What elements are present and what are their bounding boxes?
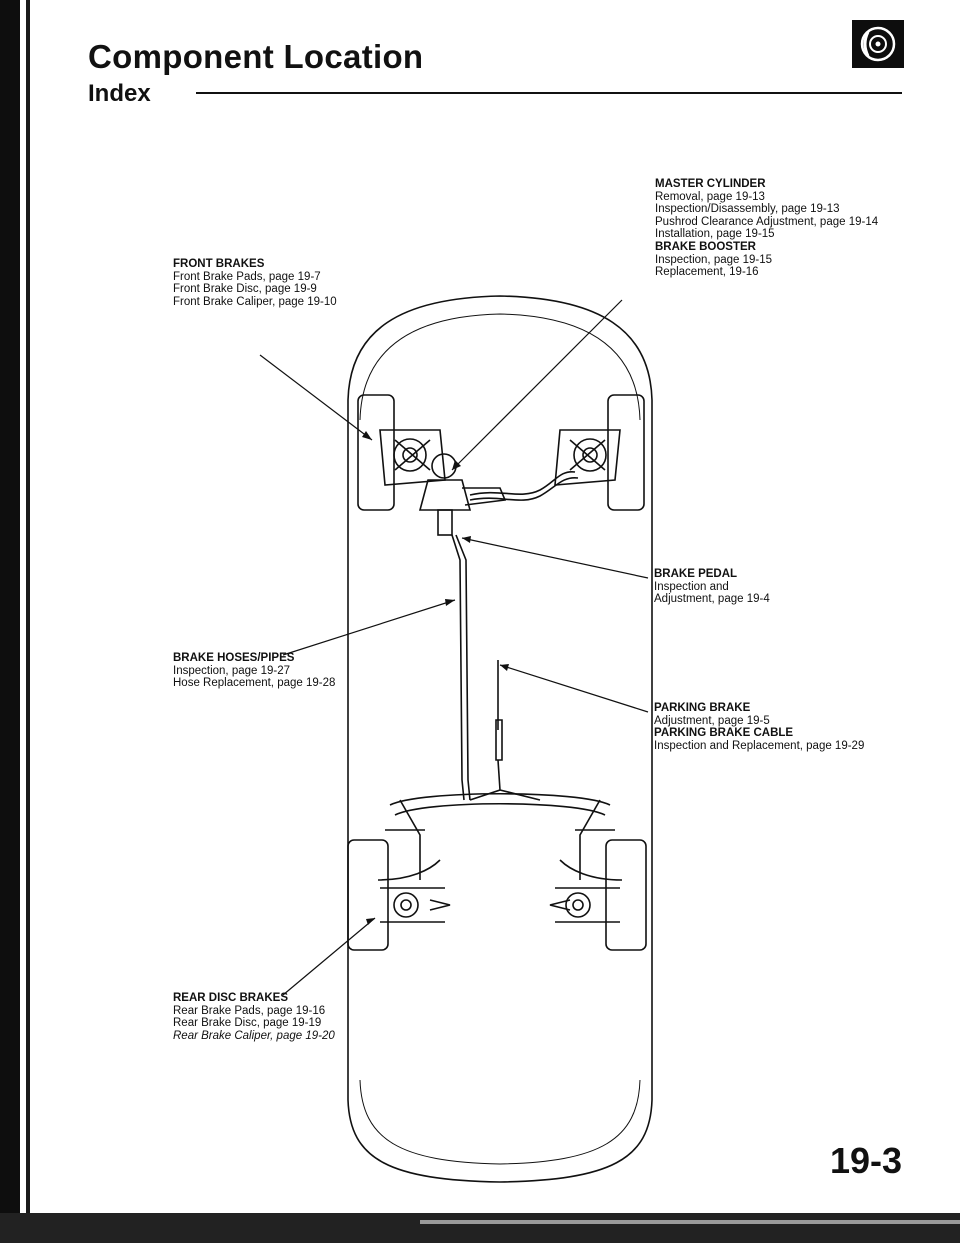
parking-brake-cable-heading: PARKING BRAKE CABLE bbox=[654, 727, 794, 740]
rear-disc-brakes-line: Rear Brake Pads, page 19-16 bbox=[173, 1004, 326, 1017]
header-rule bbox=[196, 92, 902, 94]
master-cylinder-heading: MASTER CYLINDER bbox=[655, 178, 766, 190]
brake-hoses-line: Inspection, page 19-27 bbox=[173, 664, 291, 677]
page-title: Component Location bbox=[88, 38, 424, 75]
front-brakes-heading: FRONT BRAKES bbox=[173, 258, 265, 270]
bottom-edge-bar bbox=[0, 1213, 960, 1243]
brake-pedal-line: Inspection and bbox=[654, 580, 729, 593]
rear-right-wheel bbox=[605, 839, 647, 951]
parking-brake-cable-line: Inspection and Replacement, page 19-29 bbox=[654, 739, 865, 752]
leader-brake-hoses bbox=[282, 599, 456, 656]
binding-edge-line bbox=[26, 0, 30, 1243]
rear-right-brake-assembly bbox=[549, 887, 620, 923]
front-brakes-line: Front Brake Caliper, page 19-10 bbox=[173, 295, 337, 308]
parking-brake-line: Adjustment, page 19-5 bbox=[654, 714, 770, 727]
label-brake-hoses: BRAKE HOSES/PIPES Inspection, page 19-27… bbox=[173, 652, 335, 690]
brake-booster-line: Replacement, 19-16 bbox=[655, 266, 759, 279]
leader-rear-disc bbox=[282, 917, 376, 996]
brake-hoses-line: Hose Replacement, page 19-28 bbox=[173, 677, 336, 690]
rear-disc-brakes-line: Rear Brake Caliper, page 19-20 bbox=[173, 1029, 335, 1042]
rear-left-brake-assembly bbox=[380, 887, 451, 923]
master-cylinder-line: Installation, page 19-15 bbox=[655, 228, 775, 241]
bottom-edge-highlight bbox=[420, 1220, 960, 1224]
car-body-outline bbox=[347, 295, 653, 1183]
parking-brake-heading: PARKING BRAKE bbox=[654, 702, 751, 714]
rear-left-wheel bbox=[347, 839, 389, 951]
label-rear-disc-brakes: REAR DISC BRAKES Rear Brake Pads, page 1… bbox=[173, 992, 335, 1042]
front-right-brake-assembly bbox=[554, 429, 621, 486]
brake-booster bbox=[418, 453, 507, 536]
leader-front-brakes bbox=[259, 354, 373, 441]
rear-disc-brakes-heading: REAR DISC BRAKES bbox=[173, 992, 289, 1004]
brake-pedal-heading: BRAKE PEDAL bbox=[654, 568, 738, 580]
label-brake-pedal: BRAKE PEDAL Inspection and Adjustment, p… bbox=[654, 568, 770, 606]
master-cylinder-line: Pushrod Clearance Adjustment, page 19-14 bbox=[655, 215, 879, 228]
page-number: 19-3 bbox=[830, 1140, 903, 1181]
front-brakes-line: Front Brake Disc, page 19-9 bbox=[173, 283, 317, 296]
front-brake-line bbox=[469, 471, 576, 496]
front-brakes-line: Front Brake Pads, page 19-7 bbox=[173, 270, 321, 283]
rear-crossmember bbox=[389, 792, 611, 806]
master-cylinder-line: Inspection/Disassembly, page 19-13 bbox=[655, 203, 840, 216]
leader-parking-brake bbox=[499, 664, 649, 713]
master-cylinder-line: Removal, page 19-13 bbox=[655, 190, 765, 203]
brake-hoses-heading: BRAKE HOSES/PIPES bbox=[173, 652, 295, 664]
section-subtitle: Index bbox=[88, 80, 151, 107]
parking-brake-cable bbox=[469, 759, 541, 801]
center-brake-pipe bbox=[451, 534, 465, 801]
label-parking-brake: PARKING BRAKE Adjustment, page 19-5 PARK… bbox=[654, 702, 864, 752]
front-left-wheel bbox=[357, 394, 395, 511]
brake-booster-line: Inspection, page 19-15 bbox=[655, 253, 773, 266]
brake-booster-heading: BRAKE BOOSTER bbox=[655, 240, 756, 253]
label-front-brakes: FRONT BRAKES Front Brake Pads, page 19-7… bbox=[173, 258, 337, 308]
leader-brake-pedal bbox=[461, 537, 649, 579]
front-right-wheel bbox=[607, 394, 645, 511]
brake-pedal-line: Adjustment, page 19-4 bbox=[654, 593, 770, 606]
binding-edge-bar bbox=[0, 0, 20, 1243]
leader-master-cylinder bbox=[451, 299, 623, 471]
rear-disc-brakes-line: Rear Brake Disc, page 19-19 bbox=[173, 1017, 322, 1030]
label-master-cylinder: MASTER CYLINDER Removal, page 19-13 Insp… bbox=[655, 178, 878, 279]
brake-disc-icon bbox=[852, 20, 904, 68]
